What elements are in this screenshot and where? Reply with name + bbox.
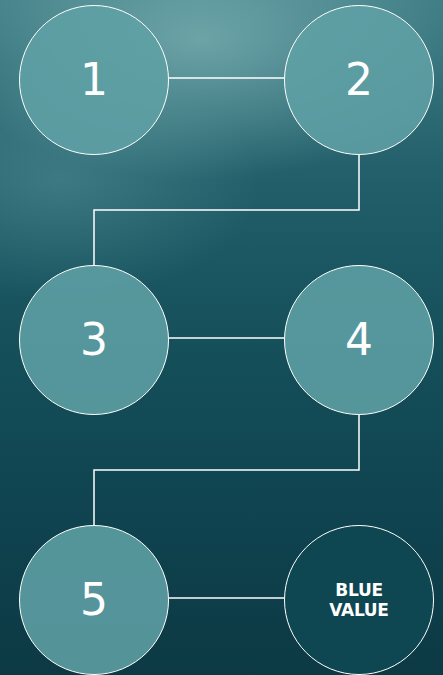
step-number: 4 <box>345 318 373 362</box>
step-circle: 5 <box>19 525 169 675</box>
step-number: 1 <box>80 58 108 102</box>
step-circle: 1 <box>19 5 169 155</box>
connector-line <box>169 338 284 339</box>
connector-line <box>169 78 284 79</box>
step-number: 5 <box>80 578 108 622</box>
connector-line <box>94 155 359 265</box>
step-circle: 3 <box>19 265 169 415</box>
step-number: 3 <box>80 318 108 362</box>
step-circle: 2 <box>284 5 434 155</box>
result-circle: BLUE VALUE <box>284 525 434 675</box>
connector-line <box>94 415 359 525</box>
connector-line <box>169 598 284 599</box>
step-circle: 4 <box>284 265 434 415</box>
result-label: BLUE VALUE <box>321 580 397 621</box>
step-number: 2 <box>345 58 373 102</box>
